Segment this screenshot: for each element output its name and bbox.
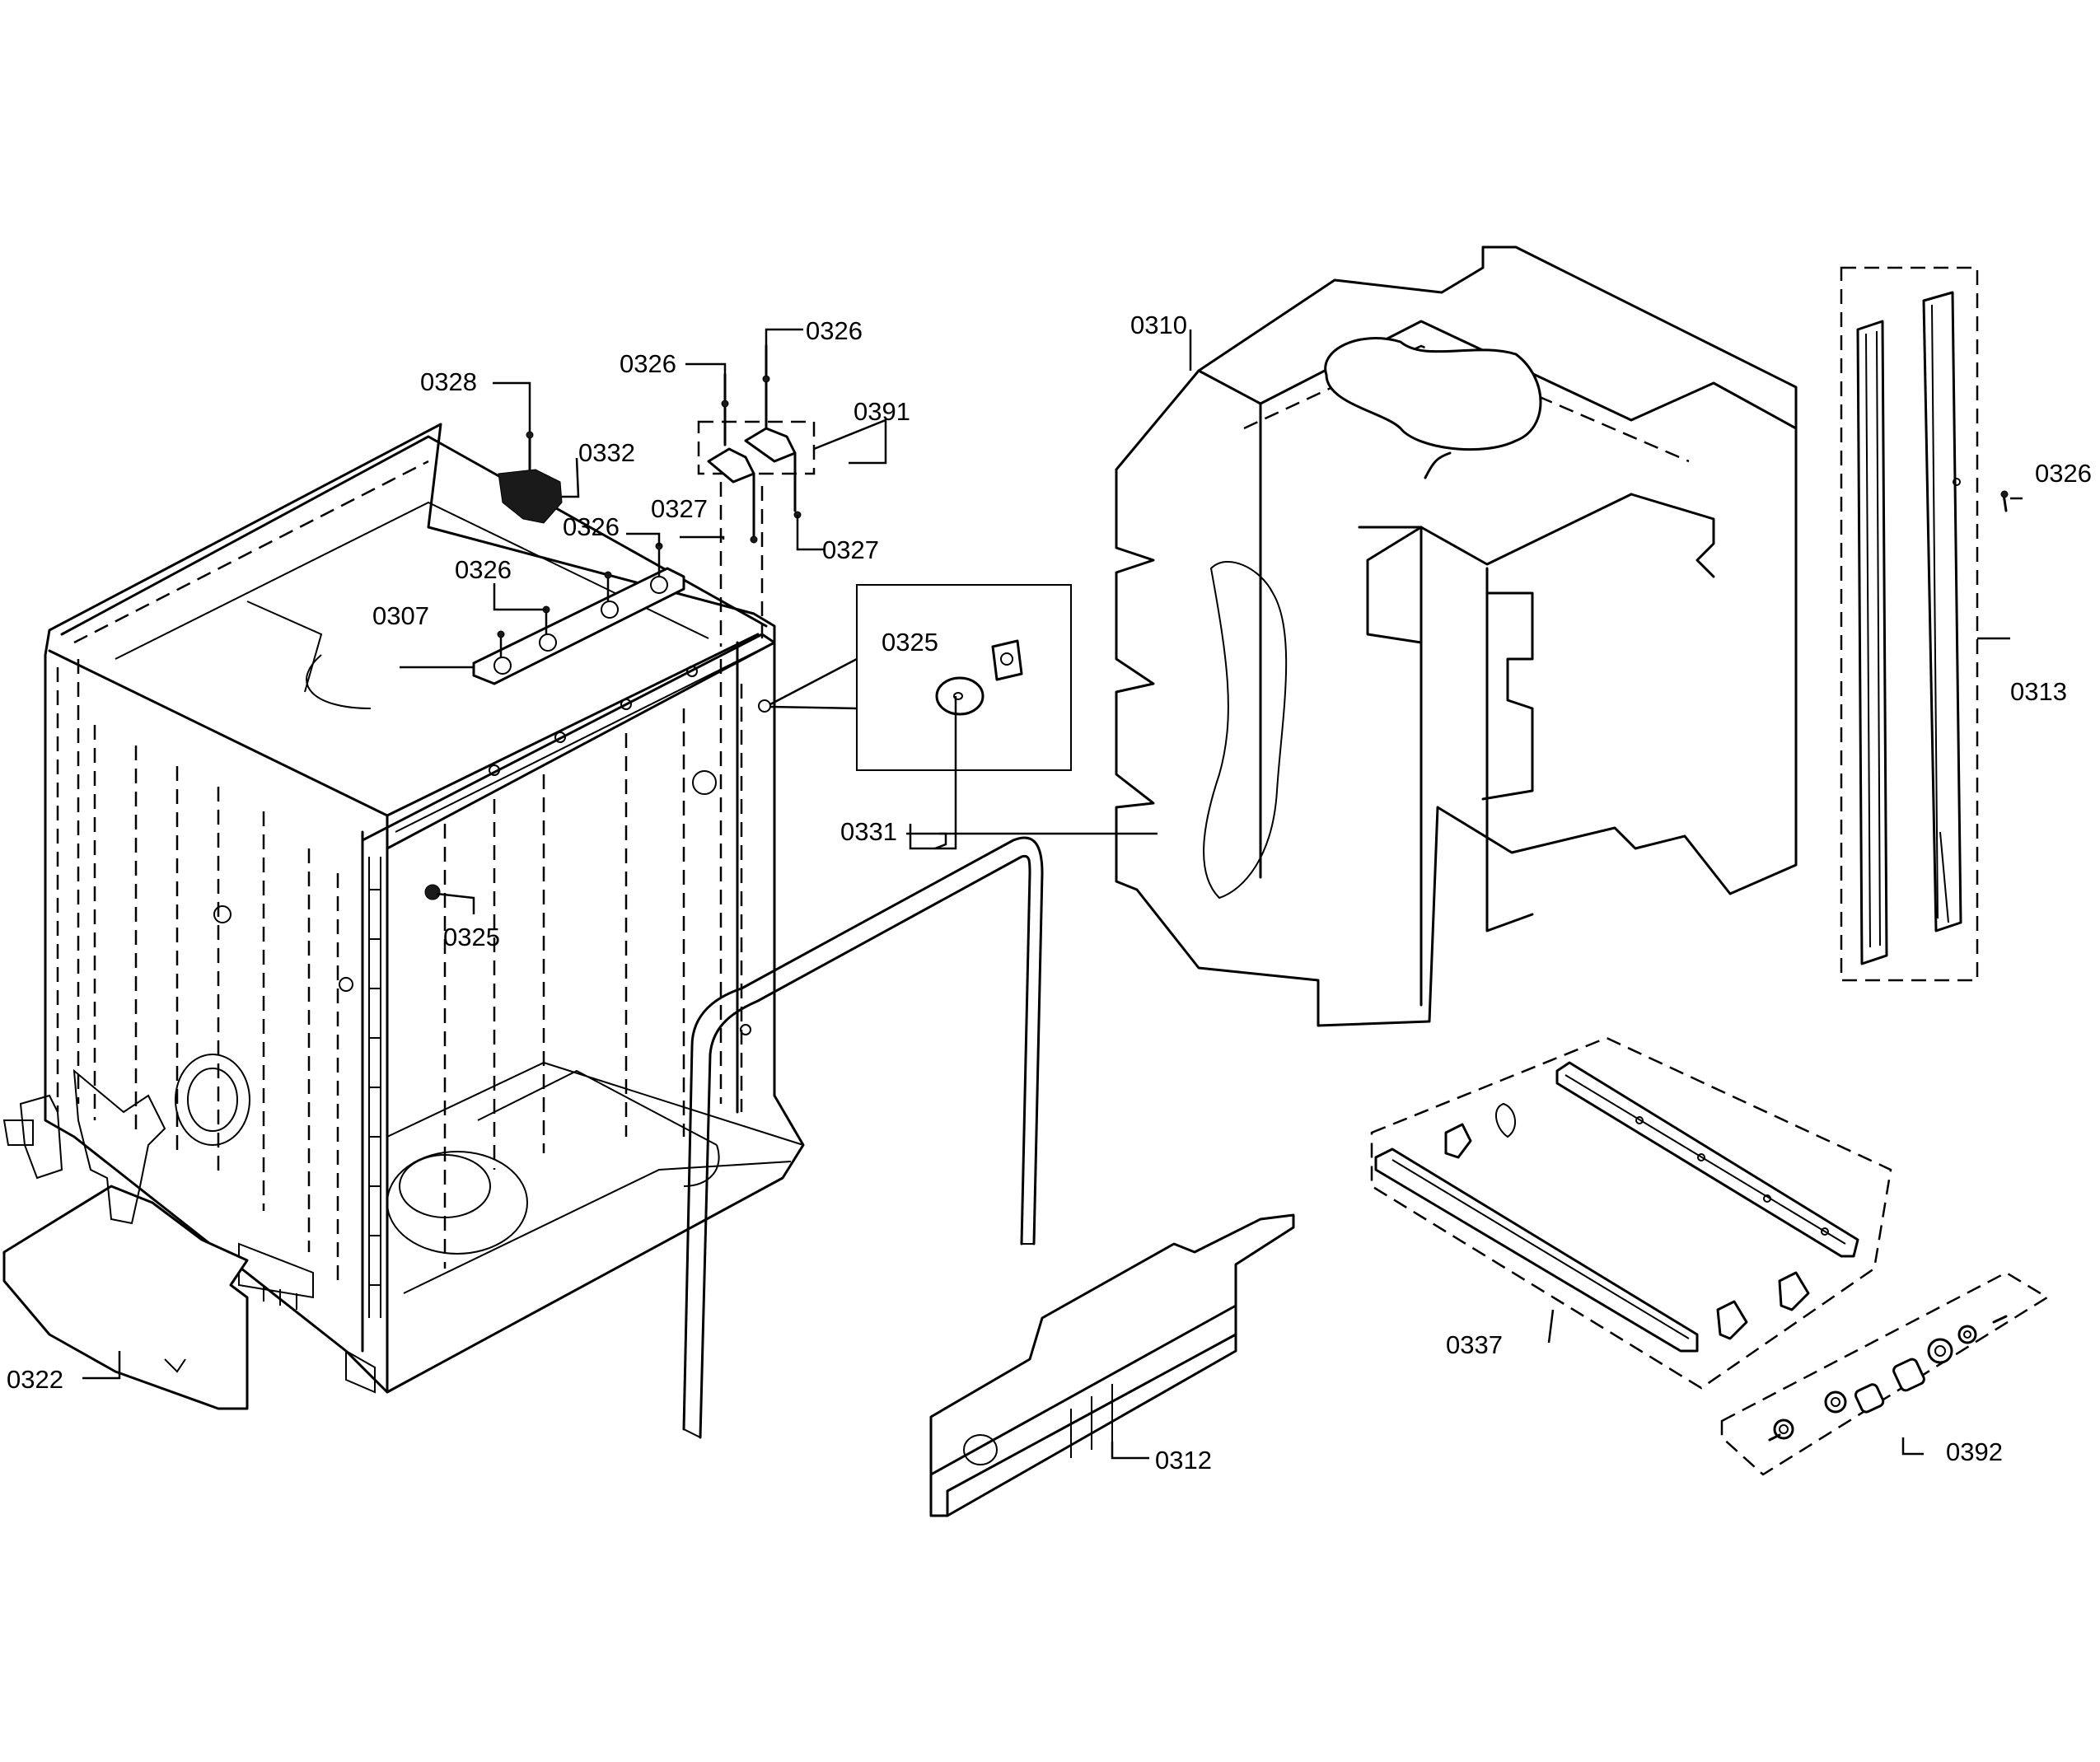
- wheel-kit-0392: [1720, 1271, 2050, 1476]
- label-0326-a: 0326: [620, 349, 676, 378]
- label-0326-e: 0326: [2035, 459, 2092, 488]
- label-0322: 0322: [7, 1365, 63, 1394]
- brackets-0391: [697, 344, 816, 647]
- panel-0322: [2, 1068, 249, 1410]
- leader-lines: [82, 328, 2023, 1460]
- label-0328: 0328: [420, 367, 477, 396]
- rails-0337: [1370, 1036, 1892, 1390]
- tub-assembly: [44, 423, 805, 1394]
- label-0331: 0331: [840, 817, 897, 846]
- label-0332: 0332: [578, 438, 635, 467]
- detail-inset-0325: [758, 584, 1072, 771]
- insulation-0310: [1115, 245, 1798, 1027]
- label-0325-b: 0325: [443, 923, 500, 951]
- label-0312: 0312: [1155, 1446, 1212, 1475]
- callout-labels: 0328 0332 0326 0326 0391 0327 0327 0326 …: [7, 311, 2092, 1475]
- label-0326-b: 0326: [806, 316, 863, 345]
- label-0391: 0391: [854, 397, 910, 426]
- label-0307: 0307: [372, 601, 429, 630]
- label-0326-d: 0326: [455, 555, 512, 584]
- label-0310: 0310: [1130, 311, 1187, 339]
- label-0313: 0313: [2010, 677, 2067, 706]
- toe-kick-0312: [929, 1213, 1295, 1517]
- label-0326-c: 0326: [563, 512, 620, 541]
- hinge-0332: [498, 431, 563, 524]
- side-trims-0313: [1840, 266, 2009, 982]
- label-0327-b: 0327: [822, 535, 879, 564]
- label-0327-a: 0327: [651, 494, 708, 523]
- door-gasket-0331: [682, 836, 1044, 1439]
- label-0325-a: 0325: [882, 628, 938, 657]
- label-0392: 0392: [1946, 1437, 2003, 1466]
- bracket-0307: [472, 542, 685, 685]
- label-0337: 0337: [1446, 1330, 1503, 1359]
